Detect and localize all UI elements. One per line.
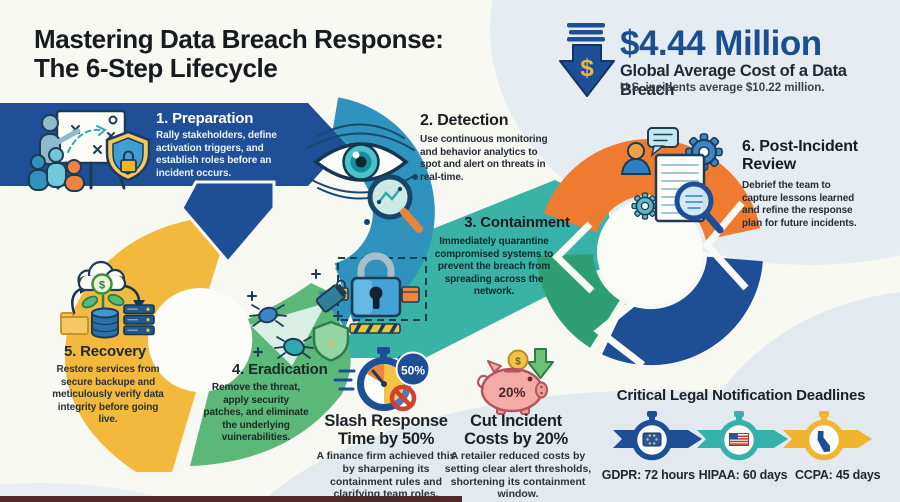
arrow-dollar: $ bbox=[580, 55, 594, 82]
deadline-ccpa: CCPA: 45 days bbox=[794, 468, 881, 482]
step-4-heading: 4. Eradication bbox=[232, 361, 328, 378]
right-cycle-loop bbox=[537, 138, 763, 368]
badge-value: 50% bbox=[401, 364, 425, 378]
bug-icon bbox=[249, 304, 287, 327]
gdpr-stopwatch-icon bbox=[631, 411, 673, 461]
step-2-description: Use continuous monitoring and behavior a… bbox=[420, 134, 548, 183]
eradication-icon: + bbox=[247, 269, 350, 366]
tag-icon bbox=[401, 286, 420, 303]
deadlines-heading: Critical Legal Notification Deadlines bbox=[616, 387, 866, 404]
stat-response-time-description: A finance firm achieved this by sharpeni… bbox=[316, 450, 456, 501]
shield-plus: + bbox=[327, 335, 336, 352]
left-cycle-loop bbox=[64, 215, 351, 472]
loop-hole bbox=[148, 288, 252, 392]
stat-cost-cut-heading: Cut Incident Costs by 20% bbox=[464, 412, 568, 449]
step-6-heading: 6. Post-Incident Review bbox=[742, 138, 858, 173]
cost-label: Global Average Cost of a Data Breach bbox=[620, 62, 847, 99]
loop-hole bbox=[597, 199, 703, 305]
lock-icon bbox=[120, 159, 137, 173]
arrow-gap-1 bbox=[702, 200, 749, 291]
detection-eye-icon bbox=[307, 123, 423, 233]
cost-arrow-icon: $ bbox=[559, 23, 615, 97]
speech-bubble-icon bbox=[647, 127, 679, 148]
step-6-description: Debrief the team to capture lessons lear… bbox=[742, 180, 857, 229]
step-3-heading: 3. Containment bbox=[464, 214, 570, 231]
magnifier-icon bbox=[674, 181, 714, 221]
stat-response-time-heading: Slash Response Time by 50% bbox=[324, 412, 448, 449]
magnifier-handle bbox=[702, 210, 724, 234]
arrow-gap-2 bbox=[593, 293, 646, 368]
step-4-description: Remove the threat, apply security patche… bbox=[203, 382, 309, 443]
arrow-gap-3 bbox=[552, 221, 595, 294]
stat-cost-cut-description: A retailer reduced costs by setting clea… bbox=[444, 450, 592, 501]
deadline-gdpr: GDPR: 72 hours bbox=[601, 468, 695, 482]
cost-amount: $4.44 Million bbox=[620, 24, 822, 63]
california-shape bbox=[817, 431, 830, 452]
deadline-hipaa: HIPAA: 60 days bbox=[698, 468, 788, 482]
step-5-heading: 5. Recovery bbox=[64, 343, 147, 360]
coin-icon bbox=[91, 273, 113, 295]
us-flag bbox=[729, 433, 749, 446]
eu-flag bbox=[642, 432, 662, 447]
bug-icon bbox=[274, 336, 314, 359]
light-beam bbox=[250, 303, 326, 366]
percent-badge bbox=[395, 351, 431, 387]
speed-lines bbox=[333, 369, 356, 391]
hazard-bar bbox=[349, 323, 401, 334]
step-2-heading: 2. Detection bbox=[420, 112, 509, 129]
hipaa-stopwatch-icon bbox=[718, 411, 760, 461]
response-time-icon: 50% bbox=[333, 347, 431, 412]
server-icon bbox=[123, 304, 155, 336]
step-5-description: Restore services from secure backupe and… bbox=[52, 364, 164, 425]
recovery-icon: $ bbox=[60, 260, 155, 339]
down-arrow bbox=[180, 180, 276, 265]
deadline-labels: GDPR: 72 hours HIPAA: 60 days CCPA: 45 d… bbox=[601, 468, 885, 482]
leaf-icon bbox=[81, 295, 99, 309]
badge-value: 20% bbox=[498, 385, 525, 400]
preparation-icon bbox=[28, 109, 151, 192]
step-1-heading: 1. Preparation bbox=[156, 110, 254, 127]
step-3-description: Immediately quarantine compromised syste… bbox=[434, 236, 554, 297]
page-title: Mastering Data Breach Response: The 6-St… bbox=[34, 24, 444, 83]
shield-icon bbox=[312, 320, 350, 362]
coin-dollar: $ bbox=[515, 357, 521, 368]
gear-icon bbox=[631, 192, 659, 220]
step-1-description: Rally stakeholders, define activation tr… bbox=[156, 130, 277, 179]
flashlight-icon bbox=[315, 283, 348, 313]
leaf-icon bbox=[107, 293, 125, 307]
cost-subtext: U.S. incidents average $10.22 million. bbox=[620, 82, 825, 94]
cost-cut-icon: $ 20% bbox=[477, 348, 554, 415]
coin-dollar: $ bbox=[99, 280, 105, 292]
ccpa-stopwatch-icon bbox=[803, 411, 845, 461]
magnifier-handle bbox=[400, 208, 423, 233]
deadline-timeline bbox=[613, 411, 872, 461]
bottom-strip bbox=[0, 496, 462, 502]
down-arrow-icon bbox=[527, 348, 554, 379]
arc-navy bbox=[602, 255, 763, 366]
person-icon bbox=[627, 142, 645, 160]
post-incident-icon bbox=[620, 127, 724, 234]
containment-lock-icon bbox=[333, 252, 427, 334]
